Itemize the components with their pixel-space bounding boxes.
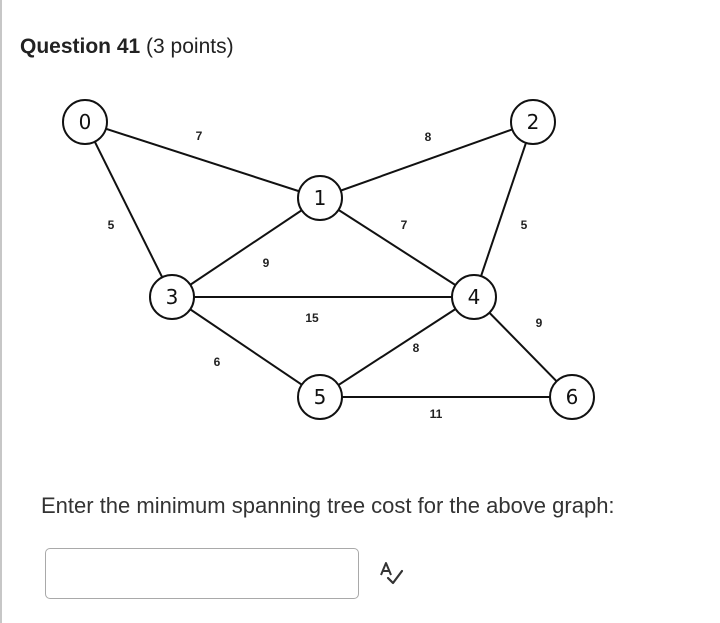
weight-2-4: 5	[521, 218, 528, 232]
node-label-1: 1	[314, 186, 327, 210]
edge-3-5	[171, 296, 321, 398]
question-header: Question 41 (3 points)	[20, 32, 234, 62]
node-4: 4	[451, 274, 497, 320]
node-5: 5	[297, 374, 343, 420]
edge-1-2	[319, 121, 534, 199]
edge-1-3	[171, 197, 321, 298]
weight-1-2: 8	[425, 130, 432, 144]
answer-input[interactable]	[45, 548, 359, 599]
node-label-5: 5	[314, 385, 327, 409]
weight-0-3: 5	[108, 218, 115, 232]
question-prompt: Enter the minimum spanning tree cost for…	[41, 493, 615, 518]
weight-1-4: 7	[401, 218, 408, 232]
node-label-4: 4	[468, 285, 481, 309]
edge-1-4	[319, 197, 475, 298]
edge-2-4	[473, 121, 534, 298]
edge-0-1	[84, 121, 321, 199]
node-label-6: 6	[566, 385, 579, 409]
weight-0-1: 7	[196, 129, 203, 143]
node-1: 1	[297, 175, 343, 221]
weight-5-6: 11	[430, 407, 443, 421]
weight-3-4: 15	[305, 311, 319, 325]
node-2: 2	[510, 99, 556, 145]
node-3: 3	[149, 274, 195, 320]
node-label-0: 0	[79, 110, 92, 134]
weight-4-6: 9	[536, 316, 543, 330]
graph-diagram: 7 5 8 9 7 5 15 6 8 9 11 0 1 2 3 4 5 6	[62, 99, 595, 421]
edge-4-5	[319, 296, 475, 398]
question-title: Question 41	[20, 35, 141, 58]
node-6: 6	[549, 374, 595, 420]
weight-4-5: 8	[413, 341, 420, 355]
left-border	[0, 0, 2, 623]
weight-3-5: 6	[214, 355, 221, 369]
weight-1-3: 9	[263, 256, 270, 270]
spell-check-icon[interactable]	[377, 560, 405, 586]
edge-0-3	[84, 121, 173, 298]
node-label-2: 2	[527, 110, 540, 134]
question-points: (3 points)	[146, 35, 234, 58]
node-label-3: 3	[166, 285, 179, 309]
edge-4-6	[473, 296, 573, 398]
node-0: 0	[62, 99, 108, 145]
